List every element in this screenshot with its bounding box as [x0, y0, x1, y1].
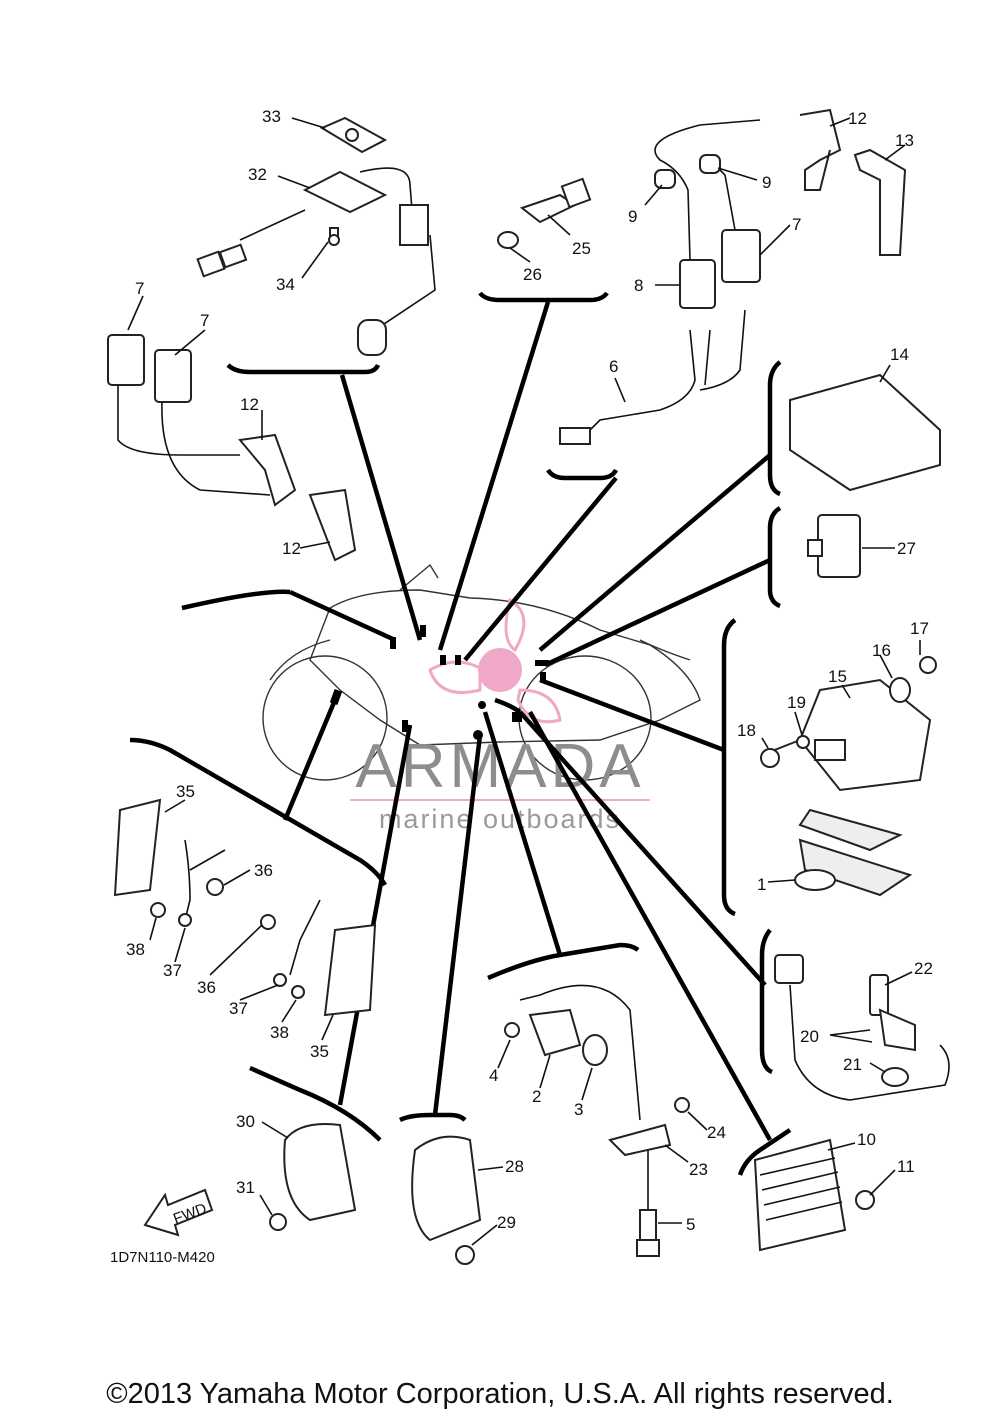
callout-7-top: 7: [792, 215, 801, 234]
callout-18: 18: [737, 721, 756, 740]
callout-32: 32: [248, 165, 267, 184]
callout-3: 3: [574, 1100, 583, 1119]
location-markers: [329, 625, 549, 740]
callout-8: 8: [634, 276, 643, 295]
callout-31: 31: [236, 1178, 255, 1197]
parts: FWD: [107, 108, 950, 1265]
watermark-tagline: marine outboards: [379, 804, 621, 834]
callout-10: 10: [857, 1130, 876, 1149]
callout-38-top: 38: [126, 940, 145, 959]
callout-numbers: 33 32 34 25 26 12 13 9 9 7 8 6 7 7 12 12…: [126, 107, 933, 1234]
callout-12-top: 12: [848, 109, 867, 128]
callout-37-bottom: 37: [229, 999, 248, 1018]
callout-33: 33: [262, 107, 281, 126]
callout-35-bottom: 35: [310, 1042, 329, 1061]
callout-19: 19: [787, 693, 806, 712]
callout-2: 2: [532, 1087, 541, 1106]
callout-16: 16: [872, 641, 891, 660]
callout-25: 25: [572, 239, 591, 258]
callout-7-left-a: 7: [135, 279, 144, 298]
callout-9-right: 9: [762, 173, 771, 192]
callout-17: 17: [910, 619, 929, 638]
callout-5: 5: [686, 1215, 695, 1234]
callout-29: 29: [497, 1213, 516, 1232]
callout-1: 1: [757, 875, 766, 894]
callout-34: 34: [276, 275, 295, 294]
diagram-code: 1D7N110-M420: [110, 1249, 215, 1266]
callout-6: 6: [609, 357, 618, 376]
callout-36-top: 36: [254, 861, 273, 880]
callout-28: 28: [505, 1157, 524, 1176]
callout-38-bottom: 38: [270, 1023, 289, 1042]
callout-27: 27: [897, 539, 916, 558]
callout-22: 22: [914, 959, 933, 978]
copyright-notice: ©2013 Yamaha Motor Corporation, U.S.A. A…: [106, 1378, 894, 1410]
callout-leaders: [127, 117, 921, 1246]
callout-12-left-upper: 12: [240, 395, 259, 414]
group-brackets: [129, 291, 792, 1176]
callout-21: 21: [843, 1055, 862, 1074]
callout-24: 24: [707, 1123, 726, 1142]
callout-35-top: 35: [176, 782, 195, 801]
forward-arrow-icon: FWD: [143, 1188, 214, 1237]
callout-36-bottom: 36: [197, 978, 216, 997]
callout-15: 15: [828, 667, 847, 686]
callout-11: 11: [897, 1157, 915, 1176]
callout-13: 13: [895, 131, 914, 150]
callout-30: 30: [236, 1112, 255, 1131]
callout-12-left-lower: 12: [282, 539, 301, 558]
callout-14: 14: [890, 345, 909, 364]
callout-20: 20: [800, 1027, 819, 1046]
callout-26: 26: [523, 265, 542, 284]
callout-7-left-b: 7: [200, 311, 209, 330]
callout-9-left: 9: [628, 207, 637, 226]
callout-23: 23: [689, 1160, 708, 1179]
callout-4: 4: [489, 1066, 498, 1085]
callout-37-top: 37: [163, 961, 182, 980]
